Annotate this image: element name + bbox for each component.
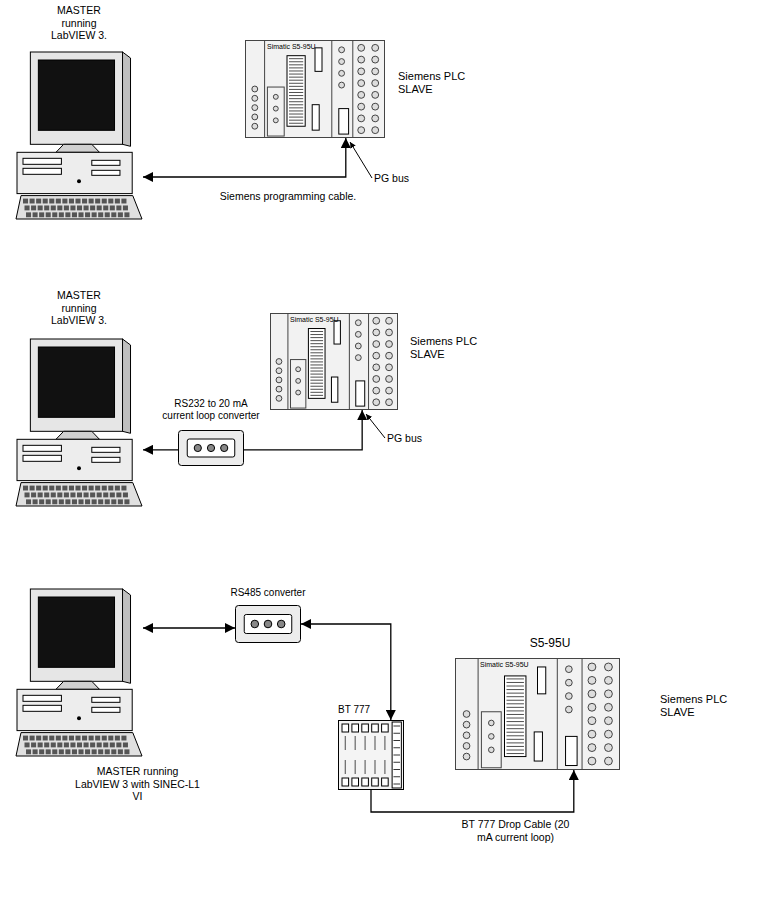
- converter-box: RS232 to 20 mA current loop converter: [178, 430, 244, 466]
- pc-illustration: [15, 585, 143, 757]
- bt-illustration: [338, 720, 404, 790]
- cable-connector: [244, 410, 362, 450]
- cable-label: BT 777 Drop Cable (20 mA current loop): [453, 818, 578, 843]
- node-heading: BT 777: [338, 704, 383, 716]
- terminal-block: BT 777: [338, 720, 404, 790]
- leader-line: [350, 142, 372, 178]
- cable-label: Siemens programming cable.: [198, 190, 378, 203]
- computer-workstation: MASTER running LabVIEW 3 with SINEC-L1 V…: [15, 585, 143, 757]
- plc-unit: Simatic S5-95USiemens PLC SLAVE: [270, 313, 398, 410]
- computer-workstation: MASTER running LabVIEW 3.: [15, 335, 143, 507]
- cable-connector: [301, 624, 391, 720]
- cable-connector: [143, 138, 346, 177]
- bus-label: PG bus: [387, 432, 422, 445]
- node-heading: Siemens PLC SLAVE: [398, 70, 478, 96]
- pc-illustration: [15, 48, 143, 220]
- plc-model-text: Simatic S5-95U: [290, 316, 352, 324]
- conv-illustration: [235, 605, 301, 643]
- converter-box: RS485 converter: [235, 605, 301, 643]
- bus-label: PG bus: [374, 172, 409, 185]
- pg-port: [566, 736, 578, 765]
- node-heading: RS485 converter: [223, 587, 313, 599]
- node-heading: Siemens PLC SLAVE: [660, 693, 740, 719]
- plc-illustration: [270, 313, 398, 410]
- pc-illustration: [15, 335, 143, 507]
- pg-port: [356, 381, 365, 406]
- node-heading: S5-95U: [510, 636, 590, 650]
- plc-model-text: Simatic S5-95U: [480, 661, 550, 669]
- plc-unit: S5-95USimatic S5-95USiemens PLC SLAVE: [455, 658, 620, 770]
- cable-connector: [143, 449, 178, 450]
- node-heading: MASTER running LabVIEW 3.: [46, 289, 112, 327]
- plc-unit: Simatic S5-95USiemens PLC SLAVE: [245, 40, 385, 138]
- plc-illustration: [455, 658, 620, 770]
- plc-illustration: [245, 40, 385, 138]
- node-heading: RS232 to 20 mA current loop converter: [158, 398, 264, 422]
- plc-model-text: Simatic S5-95U: [267, 43, 329, 51]
- node-heading: Siemens PLC SLAVE: [410, 335, 490, 361]
- cable-connector: [143, 627, 235, 628]
- leader-line: [366, 414, 385, 438]
- node-heading: MASTER running LabVIEW 3.: [46, 4, 112, 42]
- computer-workstation: MASTER running LabVIEW 3.: [15, 48, 143, 220]
- node-heading: MASTER running LabVIEW 3 with SINEC-L1 V…: [75, 765, 200, 803]
- pg-port: [339, 109, 349, 134]
- conv-illustration: [178, 430, 244, 466]
